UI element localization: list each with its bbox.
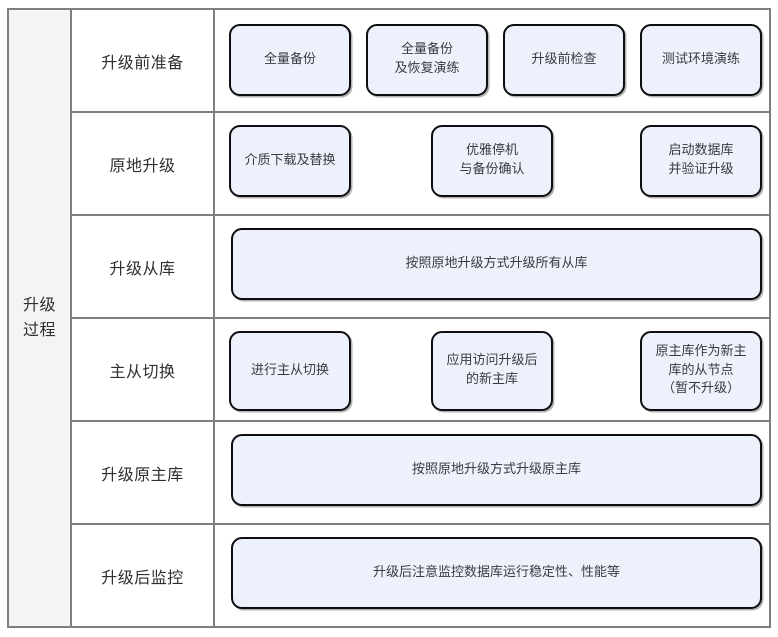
stage-rows: 升级前准备 全量备份 全量备份 及恢复演练 升级前检查 测试环境演练 原: [72, 10, 769, 626]
table-row: 升级从库 按照原地升级方式升级所有从库: [72, 216, 769, 319]
process-node-label: 优雅停机 与备份确认: [459, 143, 525, 177]
process-node-label: 应用访问升级后 的新主库: [446, 353, 538, 387]
table-row: 原地升级 介质下载及替换 优雅停机 与备份确认 启动数据库 并验证升级: [72, 113, 769, 216]
process-node-label: 升级前检查: [531, 51, 597, 67]
process-node[interactable]: 升级前检查: [503, 24, 625, 96]
stage-name-cell: 升级从库: [72, 216, 215, 317]
table-row: 升级原主库 按照原地升级方式升级原主库: [72, 422, 769, 525]
stage-label: 升级从库: [109, 258, 176, 278]
stage-label: 升级原主库: [101, 464, 184, 484]
upgrade-process-diagram: 升级过程 升级前准备 全量备份 全量备份 及恢复演练 升级前检查 测试环境演练: [7, 8, 771, 628]
process-node[interactable]: 优雅停机 与备份确认: [431, 125, 553, 197]
process-node[interactable]: 进行主从切换: [229, 331, 351, 411]
process-node-label: 测试环境演练: [661, 51, 740, 67]
process-node[interactable]: 升级后注意监控数据库运行稳定性、性能等: [231, 537, 762, 609]
table-row: 主从切换 进行主从切换 应用访问升级后 的新主库 原主库作为新主 库的从节点 （…: [72, 319, 769, 422]
group-header-cell: 升级过程: [9, 10, 72, 626]
stage-label: 原地升级: [109, 155, 176, 175]
process-node-label: 介质下载及替换: [244, 152, 336, 168]
process-node[interactable]: 全量备份: [229, 24, 351, 96]
process-node-label: 按照原地升级方式升级原主库: [411, 461, 581, 477]
stage-label: 升级前准备: [101, 52, 184, 72]
process-node[interactable]: 全量备份 及恢复演练: [366, 24, 488, 96]
process-node-label: 进行主从切换: [250, 362, 329, 378]
stage-name-cell: 主从切换: [72, 319, 215, 420]
process-node-label: 全量备份: [263, 51, 316, 67]
process-node[interactable]: 启动数据库 并验证升级: [640, 125, 762, 197]
stage-nodes-cell: 全量备份 全量备份 及恢复演练 升级前检查 测试环境演练: [215, 10, 769, 111]
stage-nodes-cell: 进行主从切换 应用访问升级后 的新主库 原主库作为新主 库的从节点 （暂不升级）: [215, 319, 769, 420]
stage-name-cell: 升级原主库: [72, 422, 215, 523]
process-node-label: 全量备份 及恢复演练: [394, 42, 460, 76]
stage-nodes-cell: 按照原地升级方式升级所有从库: [215, 216, 769, 317]
stage-nodes-cell: 升级后注意监控数据库运行稳定性、性能等: [215, 525, 769, 626]
stage-nodes-cell: 按照原地升级方式升级原主库: [215, 422, 769, 523]
process-node[interactable]: 按照原地升级方式升级所有从库: [231, 228, 762, 300]
stage-name-cell: 升级前准备: [72, 10, 215, 111]
stage-nodes-cell: 介质下载及替换 优雅停机 与备份确认 启动数据库 并验证升级: [215, 113, 769, 214]
process-node-label: 升级后注意监控数据库运行稳定性、性能等: [372, 564, 620, 580]
process-node[interactable]: 按照原地升级方式升级原主库: [231, 434, 762, 506]
process-node-label: 按照原地升级方式升级所有从库: [405, 255, 588, 271]
stage-name-cell: 升级后监控: [72, 525, 215, 626]
process-node[interactable]: 介质下载及替换: [229, 125, 351, 197]
stage-label: 主从切换: [109, 361, 176, 381]
table-row: 升级前准备 全量备份 全量备份 及恢复演练 升级前检查 测试环境演练: [72, 10, 769, 113]
process-node-label: 原主库作为新主 库的从节点 （暂不升级）: [655, 343, 747, 397]
group-header-label: 升级过程: [22, 295, 56, 339]
stage-label: 升级后监控: [101, 567, 184, 587]
stage-name-cell: 原地升级: [72, 113, 215, 214]
process-node-label: 启动数据库 并验证升级: [668, 143, 734, 177]
process-node[interactable]: 原主库作为新主 库的从节点 （暂不升级）: [640, 331, 762, 411]
process-node[interactable]: 应用访问升级后 的新主库: [431, 331, 553, 411]
process-node[interactable]: 测试环境演练: [640, 24, 762, 96]
table-row: 升级后监控 升级后注意监控数据库运行稳定性、性能等: [72, 525, 769, 626]
